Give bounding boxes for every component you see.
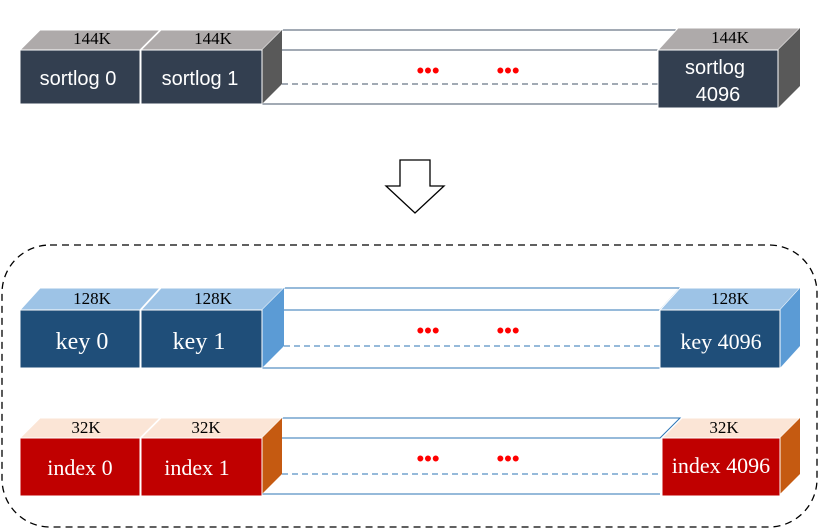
key-block-0-front [19, 309, 141, 369]
sortlog-block-4096-label-line2: 4096 [696, 84, 741, 106]
key-block-4096-front [659, 309, 781, 369]
sortlog-block-4096-label-line1: sortlog [685, 57, 745, 79]
key-block-1-size: 128K [194, 289, 233, 308]
index-block-0-size: 32K [71, 418, 101, 437]
key-block-1-side [262, 288, 284, 368]
key-block-1-label: key 1 [173, 329, 226, 355]
key-block-4096-side [780, 288, 800, 368]
key-block-0-size: 128K [73, 289, 112, 308]
key-block-0-label: key 0 [56, 329, 109, 355]
index-ellipsis-0: ••• [416, 446, 439, 471]
index-block-4096-label: index 4096 [672, 453, 770, 478]
index-block-1-size: 32K [191, 418, 221, 437]
index-block-0: 32K index 0 [18, 417, 162, 497]
sortlog-ellipsis-1: ••• [496, 58, 519, 83]
sortlog-block-0: 144K sortlog 0 [18, 29, 162, 105]
sortlog-row: 144K sortlog 0 144K sortlog 1 ••• ••• 14… [18, 27, 802, 109]
key-row: 128K key 0 128K key 1 ••• ••• 128K key 4… [18, 287, 802, 369]
key-tube-top [260, 287, 682, 311]
index-block-1-label: index 1 [164, 455, 229, 480]
sortlog-block-4096: 144K sortlog 4096 [656, 27, 802, 109]
sortlog-tube-top [260, 29, 682, 51]
sortlog-block-1-label: sortlog 1 [162, 68, 239, 90]
key-block-4096: 128K key 4096 [658, 287, 802, 369]
sortlog-block-0-size: 144K [73, 29, 112, 48]
index-block-1: 32K index 1 [139, 417, 284, 497]
key-block-4096-size: 128K [711, 289, 750, 308]
sortlog-block-1-side [262, 30, 282, 104]
index-block-4096-front [661, 437, 781, 497]
index-row: 32K index 0 32K index 1 ••• ••• 32K inde… [18, 417, 802, 497]
index-block-4096: 32K index 4096 [660, 417, 802, 497]
index-block-1-front [140, 437, 263, 497]
key-block-0: 128K key 0 [18, 287, 162, 369]
key-block-1-front [140, 309, 263, 369]
key-ellipsis-1: ••• [496, 318, 519, 343]
sortlog-block-4096-front [657, 49, 779, 109]
sortlog-block-1-front [140, 49, 263, 105]
sortlog-block-4096-side [778, 28, 800, 108]
index-ellipsis-1: ••• [496, 446, 519, 471]
index-block-4096-side [780, 418, 800, 494]
sortlog-block-0-label: sortlog 0 [40, 68, 117, 90]
down-arrow-icon [384, 159, 446, 214]
sortlog-block-1: 144K sortlog 1 [139, 29, 284, 105]
key-ellipsis-0: ••• [416, 318, 439, 343]
index-block-0-front [19, 437, 141, 497]
key-block-4096-label: key 4096 [680, 329, 761, 354]
key-block-1: 128K key 1 [139, 287, 286, 369]
sortlog-block-0-front [19, 49, 141, 105]
sortlog-block-1-size: 144K [194, 29, 233, 48]
index-block-0-label: index 0 [47, 455, 112, 480]
sortlog-ellipsis-0: ••• [416, 58, 439, 83]
index-block-4096-size: 32K [709, 418, 739, 437]
sortlog-block-4096-size: 144K [711, 28, 750, 47]
index-tube-top [260, 417, 682, 439]
index-block-1-side [262, 418, 282, 494]
